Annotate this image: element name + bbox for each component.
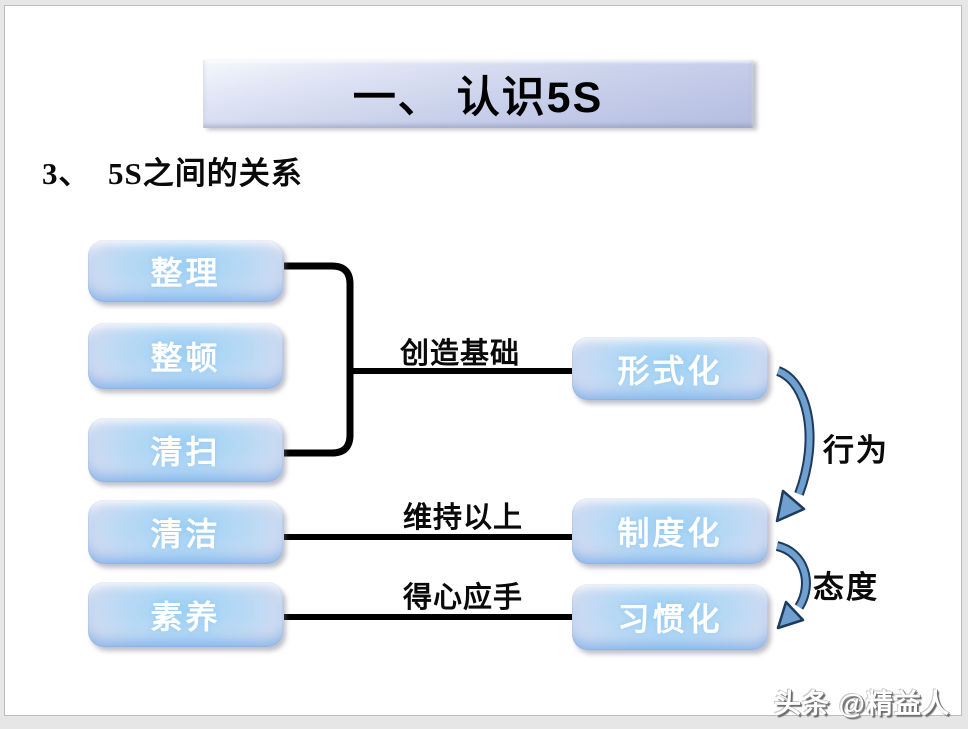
box-seiri: 整理 — [88, 240, 283, 302]
box-institutionalization: 制度化 — [572, 498, 768, 564]
arrow-label-attitude: 态度 — [813, 570, 879, 605]
box-formalization: 形式化 — [572, 337, 768, 400]
slide-title: 一、 认识5S — [352, 74, 604, 122]
box-shitsuke: 素养 — [88, 582, 283, 647]
title-bar: 一、 认识5S — [203, 60, 753, 128]
connector-label-maintain-above: 维持以上 — [402, 502, 523, 534]
box-seiton: 整顿 — [88, 323, 283, 389]
box-seiketsu: 清洁 — [88, 500, 283, 564]
box-habitualization: 习惯化 — [572, 584, 768, 650]
connector-label-create-foundation: 创造基础 — [399, 338, 520, 370]
connector-label-with-ease: 得心应手 — [402, 582, 523, 614]
watermark: 头条 @精益人 — [774, 689, 950, 719]
box-seiso: 清扫 — [88, 418, 283, 482]
slide-subtitle: 3、 5S之间的关系 — [42, 156, 303, 191]
arrow-label-behavior: 行为 — [823, 433, 889, 468]
